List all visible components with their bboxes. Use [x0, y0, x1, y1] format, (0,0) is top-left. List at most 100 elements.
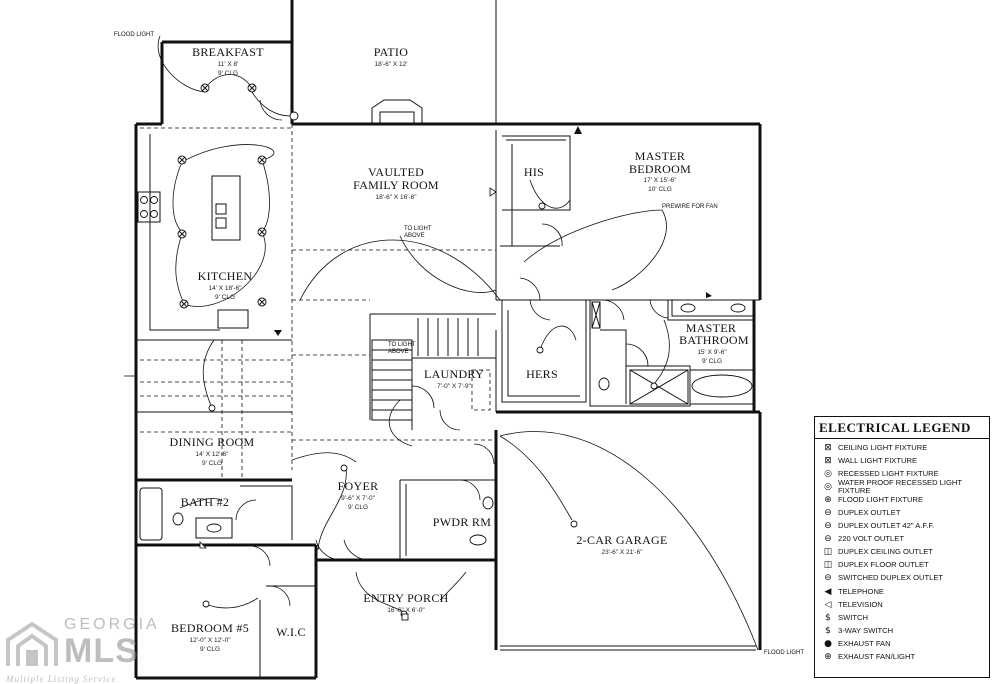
legend-item: ◫DUPLEX FLOOR OUTLET [818, 559, 986, 572]
soffit-lines [140, 124, 496, 480]
room-size-kitchen: 14' X 18'-6" [209, 285, 243, 292]
legend-item: $3-WAY SWITCH [818, 624, 986, 637]
wall-light-icon: ⊠ [824, 455, 832, 466]
legend-item: ◀ TELEPHONE [818, 585, 986, 598]
legend-list: ⊠CEILING LIGHT FIXTURE⊠WALL LIGHT FIXTUR… [815, 439, 989, 664]
door-swings [124, 99, 669, 607]
room-size-master-bed: 17' X 15'-6" [644, 177, 678, 184]
room-name-patio: PATIO [374, 45, 408, 59]
3-way-switch-icon: $ [825, 625, 831, 636]
room-name-wic: W.I.C [276, 625, 306, 639]
room-name-laundry: LAUNDRY [424, 367, 484, 381]
television-icon [489, 187, 497, 197]
room-name-master-bath-2: BATHROOM [679, 333, 749, 347]
note-to-light-above-2b: ABOVE [388, 349, 409, 355]
legend-item: ⊕ EXHAUST FAN/LIGHT [818, 651, 986, 664]
room-name-dining: DINING ROOM [170, 435, 255, 449]
room-size-bed5: 12'-0" X 12'-0" [189, 637, 231, 644]
legend-item-label: DUPLEX OUTLET 42" A.F.F. [838, 521, 935, 531]
telephone-icon: ◀ [824, 586, 832, 597]
garage-door [500, 645, 756, 651]
ceiling-light-icon [257, 227, 267, 237]
bathroom-fixtures [139, 299, 755, 546]
legend-item-label: DUPLEX CEILING OUTLET [838, 547, 933, 557]
legend-item-label: 220 VOLT OUTLET [838, 534, 904, 544]
legend-item-label: SWITCHED DUPLEX OUTLET [838, 573, 944, 583]
room-name-master-bed-1: MASTER [635, 149, 685, 163]
television-icon: ◁ [824, 599, 832, 610]
waterproof-recessed-light-icon: ◎ [824, 481, 832, 492]
legend-title: ELECTRICAL LEGEND [815, 417, 989, 439]
legend-item: ⊖DUPLEX OUTLET [818, 506, 986, 519]
room-size-garage: 23'-6" X 21'-6" [601, 549, 643, 556]
light-fixtures [177, 83, 658, 618]
room-size-family: 18'-6" X 16'-6" [375, 194, 417, 201]
recessed-light-icon: ◎ [824, 468, 832, 479]
duplex-floor-outlet-icon: ◫ [823, 560, 833, 571]
room-name-pwdr: PWDR RM [433, 515, 491, 529]
legend-item: ⊠CEILING LIGHT FIXTURE [818, 441, 986, 454]
room-clg-kitchen: 9' CLG [215, 294, 235, 301]
room-name-family-1: VAULTED [368, 165, 424, 179]
legend-item-label: EXHAUST FAN/LIGHT [838, 652, 916, 662]
ceiling-light-icon [202, 600, 210, 608]
note-flood-light-top: FLOOD LIGHT [114, 32, 154, 38]
ceiling-light-icon [257, 297, 267, 307]
legend-item-label: DUPLEX OUTLET [838, 508, 901, 518]
legend-item-label: TELEPHONE [838, 586, 884, 596]
room-name-kitchen: KITCHEN [198, 269, 253, 283]
room-size-master-bath: 15' X 9'-6" [697, 349, 727, 356]
duplex-floor-outlet-icon [401, 613, 409, 621]
flood-light-icon: ⊕ [824, 494, 832, 505]
television-icon [199, 541, 207, 549]
wiring-runs [157, 35, 759, 651]
outlets [199, 126, 712, 621]
exhaust-fan-icon: ● [824, 638, 832, 649]
switched-duplex-outlet-icon: ⊖ [824, 573, 832, 584]
ceiling-light-icon [247, 83, 257, 93]
note-flood-light-bottom: FLOOD LIGHT [764, 650, 804, 656]
room-name-bath2: BATH #2 [181, 495, 229, 509]
room-name-family-2: FAMILY ROOM [353, 178, 439, 192]
room-name-porch: ENTRY PORCH [363, 591, 448, 605]
room-name-master-bed-2: BEDROOM [629, 162, 691, 176]
room-size-porch: 16'-6" X 6'-0" [387, 607, 425, 614]
legend-item: ⊖ SWITCHED DUPLEX OUTLET [818, 572, 986, 585]
room-size-dining: 14' X 12'-6" [196, 451, 230, 458]
legend-item: ⊖DUPLEX OUTLET 42" A.F.F. [818, 520, 986, 533]
legend-item: ◫DUPLEX CEILING OUTLET [818, 546, 986, 559]
legend-item-label: TELEVISION [838, 599, 883, 609]
telephone-icon [274, 330, 282, 336]
legend-item: ◁ TELEVISION [818, 598, 986, 611]
room-size-laundry: 7'-0" X 7'-9" [437, 383, 472, 390]
legend-item: ⊠WALL LIGHT FIXTURE [818, 454, 986, 467]
ceiling-light-icon [289, 111, 299, 121]
room-name-his: HIS [524, 165, 544, 179]
legend-item: ● EXHAUST FAN [818, 637, 986, 650]
note-to-light-above-1a: TO LIGHT [404, 226, 432, 232]
kitchen-island [137, 175, 249, 329]
room-name-master-bath-1: MASTER [686, 321, 736, 335]
note-to-light-above-1b: ABOVE [404, 233, 425, 239]
room-name-bed5: BEDROOM #5 [171, 621, 249, 635]
ceiling-light-icon [257, 155, 267, 165]
220-volt-outlet-icon: ⊖ [824, 534, 832, 545]
plan-notes: FLOOD LIGHT FLOOD LIGHT PREWIRE FOR FAN … [114, 32, 804, 656]
ceiling-light-icon [536, 346, 544, 354]
room-clg-bed5: 9' CLG [200, 646, 220, 653]
room-clg-breakfast: 9' CLG [218, 70, 238, 77]
ceiling-light-icon [179, 299, 189, 309]
legend-item-label: WATER PROOF RECESSED LIGHT FIXTURE [838, 477, 962, 495]
room-labels: BREAKFAST 11' X 8' 9' CLG PATIO 18'-6" X… [170, 45, 749, 653]
interior-walls [136, 130, 760, 678]
ceiling-light-icon [177, 155, 187, 165]
legend-item: ⊕FLOOD LIGHT FIXTURE [818, 493, 986, 506]
legend-item-label: SWITCH [838, 612, 868, 622]
exhaust-fan-light-icon: ⊕ [824, 652, 832, 663]
ceiling-light-icon [340, 464, 348, 472]
room-clg-dining: 9' CLG [202, 460, 222, 467]
legend-item-label: EXHAUST FAN [838, 638, 891, 648]
ceiling-light-icon [650, 382, 658, 390]
watermark-line1: GEORGIA [64, 616, 160, 633]
